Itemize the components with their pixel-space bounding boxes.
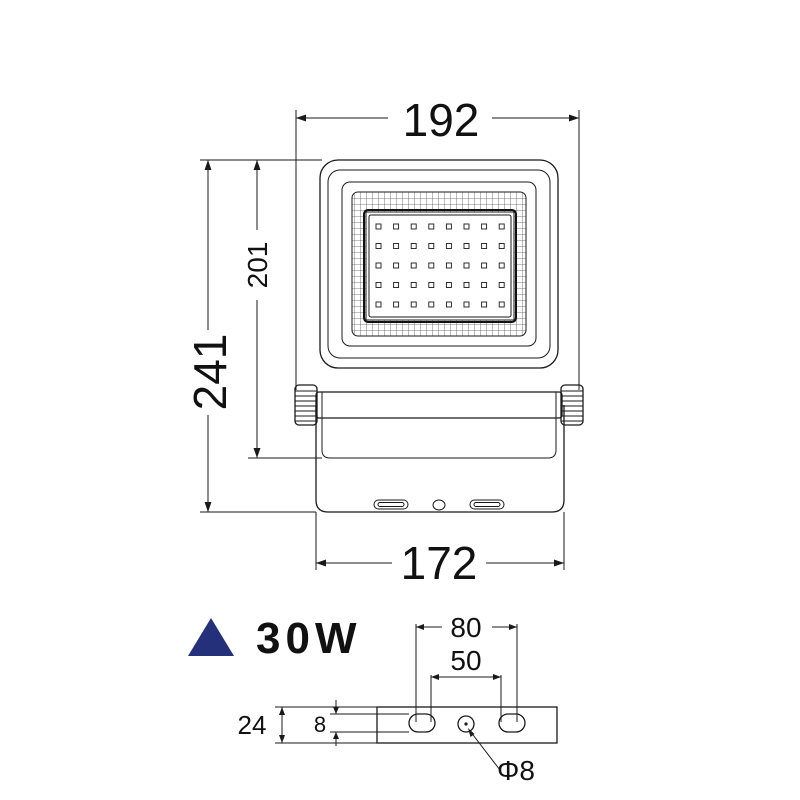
led-chip [428, 223, 435, 230]
triangle-marker-icon [188, 618, 234, 656]
detail-slot-right [498, 713, 526, 733]
bracket-center-hole [432, 499, 446, 511]
led-chip [481, 301, 488, 308]
dimension-label-80: 80 [450, 612, 481, 643]
luminaire-front-view [294, 159, 584, 513]
led-chip [428, 243, 435, 249]
dimension-label-8: 8 [314, 712, 326, 737]
led-chip [481, 243, 488, 249]
led-chip [481, 262, 488, 269]
led-chip [393, 243, 400, 249]
led-chip [463, 282, 470, 288]
led-chip [463, 243, 470, 249]
dimension-housing-height: 201 [242, 159, 322, 459]
led-chip [375, 301, 382, 308]
dimension-overall-width: 192 [295, 94, 580, 390]
led-chip [481, 282, 488, 288]
led-chip [375, 282, 382, 288]
diffuser-textured-ring [351, 191, 527, 337]
detail-slot-left [408, 713, 436, 733]
led-chip [481, 223, 488, 230]
led-chip [428, 301, 435, 308]
dimension-label-24: 24 [238, 710, 267, 740]
housing-inner-frame [327, 169, 551, 359]
led-chip [393, 282, 400, 288]
led-chip [393, 301, 400, 308]
led-chip [445, 243, 452, 249]
bracket-inner-step [321, 418, 557, 459]
led-chip [498, 282, 505, 288]
led-chip [463, 301, 470, 308]
dimension-label-192: 192 [403, 94, 480, 146]
housing-outer [319, 159, 559, 369]
led-chip [410, 301, 417, 308]
adjustment-knob-left [294, 384, 318, 426]
led-chip [445, 301, 452, 308]
dimension-label-50: 50 [450, 645, 481, 676]
bracket-slot-right [469, 499, 505, 510]
dimension-bracket-width: 172 [315, 512, 565, 589]
dimension-label-phi8: Φ8 [497, 755, 535, 786]
adjustment-knob-right [560, 384, 584, 426]
bracket-slot-right-inner [473, 502, 501, 507]
led-chip [445, 223, 452, 230]
led-board [363, 209, 517, 323]
led-chip [410, 262, 417, 269]
power-label: 30W [256, 614, 361, 663]
led-chip [498, 223, 505, 230]
led-chip [375, 223, 382, 230]
led-array [375, 223, 505, 308]
led-chip [410, 243, 417, 249]
dimension-label-201: 201 [242, 242, 273, 289]
led-chip [393, 262, 400, 269]
led-chip [445, 282, 452, 288]
led-chip [410, 223, 417, 230]
led-board-inner [368, 214, 512, 318]
led-chip [393, 223, 400, 230]
led-chip [375, 243, 382, 249]
led-chip [428, 282, 435, 288]
led-chip [498, 262, 505, 269]
bracket-slot-left [373, 499, 409, 510]
led-chip [428, 262, 435, 269]
led-chip [463, 223, 470, 230]
detail-center-hole [457, 715, 475, 733]
led-chip [498, 243, 505, 249]
bracket-detail-view: 80 50 24 8 Φ8 [238, 612, 558, 786]
led-chip [463, 262, 470, 269]
bracket-slot-left-inner [377, 502, 405, 507]
led-chip [445, 262, 452, 269]
led-chip [498, 301, 505, 308]
dimension-overall-height: 241 [184, 159, 316, 513]
lens-outer [341, 181, 537, 347]
led-chip [375, 262, 382, 269]
hinge-bracket-bar [315, 391, 563, 419]
dimension-label-172: 172 [401, 537, 478, 589]
dimension-label-241: 241 [184, 334, 236, 411]
power-rating: 30W [188, 614, 361, 663]
mounting-bracket [315, 405, 565, 513]
led-chip [410, 282, 417, 288]
